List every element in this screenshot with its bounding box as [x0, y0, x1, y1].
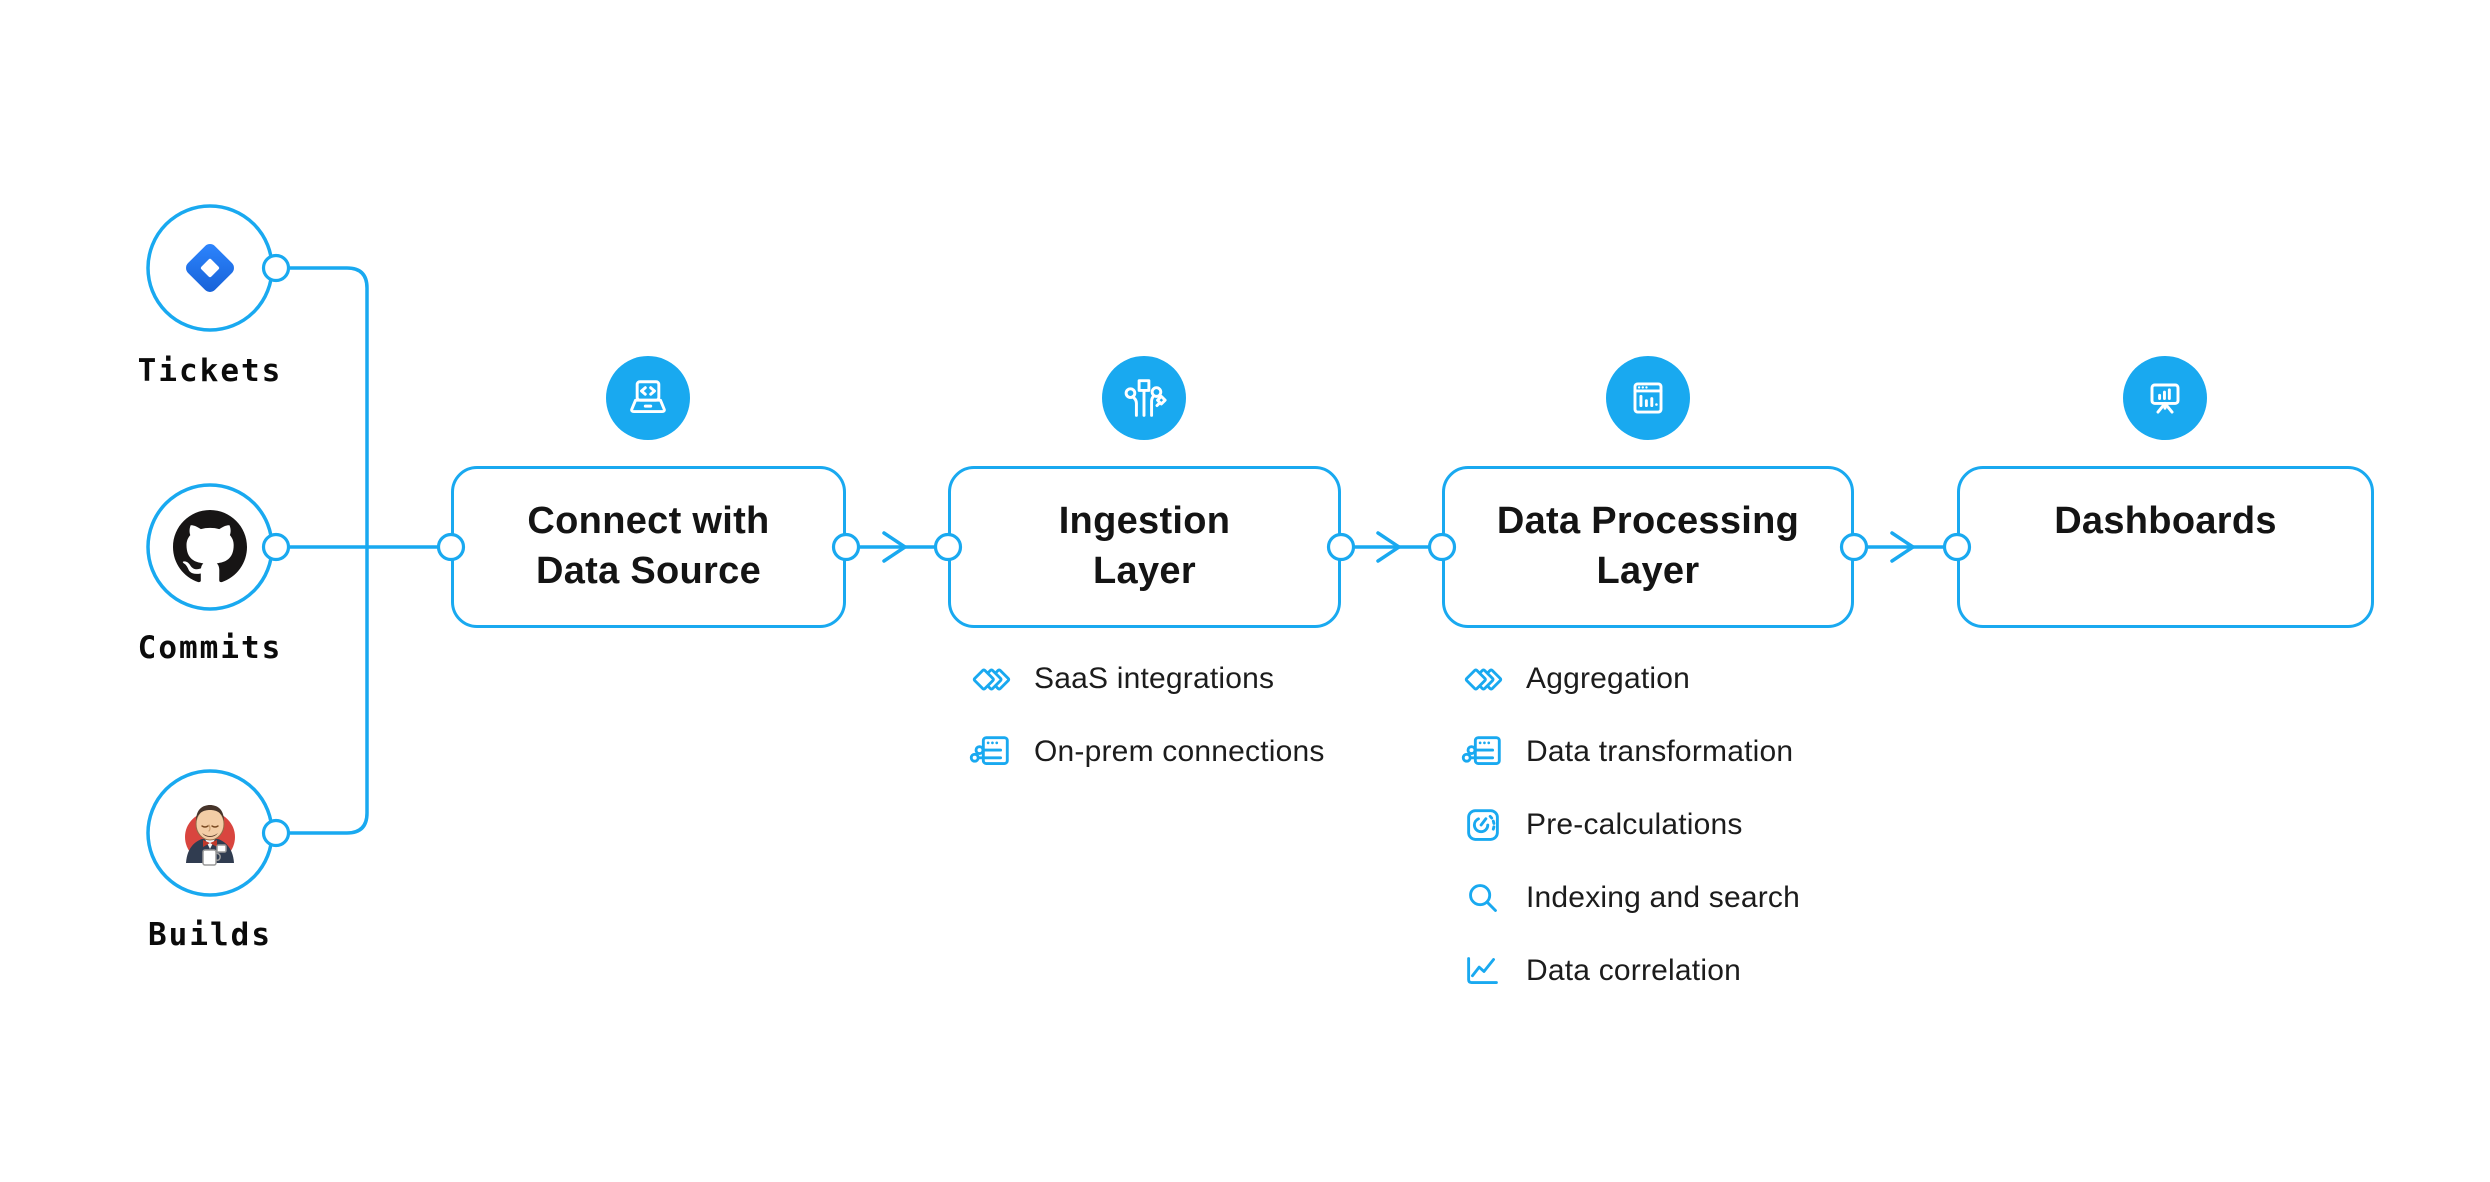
- list-item-label: Data correlation: [1526, 953, 1741, 987]
- magnifier-icon: [1469, 883, 1497, 912]
- stage-node-connect-with-data-source: Connect with Data Source: [451, 466, 846, 628]
- connector-dot: [261, 253, 291, 283]
- list-item: SaaS integrations: [968, 642, 1325, 715]
- stacked-diamonds-icon: [972, 667, 1011, 690]
- laptop-code-icon: [630, 380, 666, 414]
- stage-node-ingestion-layer: Ingestion Layer: [948, 466, 1341, 628]
- stage-badge: [1102, 356, 1186, 440]
- source-label-commits: Commits: [137, 630, 283, 666]
- flow-arrowhead-1: [882, 531, 907, 563]
- presentation-chart-icon: [2150, 383, 2180, 414]
- list-item-label: On-prem connections: [1034, 734, 1325, 768]
- stage-title: Ingestion Layer: [1058, 500, 1231, 592]
- github-icon: [173, 510, 247, 584]
- stage-badge: [1606, 356, 1690, 440]
- processing-feature-list: Aggregation Data transformation: [1460, 642, 1800, 1007]
- source-label-builds: Builds: [148, 917, 272, 953]
- list-item: Pre-calculations: [1460, 788, 1800, 861]
- jira-icon: [175, 233, 245, 303]
- gauge-icon: [1467, 808, 1499, 841]
- list-item: Data transformation: [1460, 715, 1800, 788]
- connector-dot: [261, 532, 291, 562]
- stage-badge: [2123, 356, 2207, 440]
- stage-node-data-processing-layer: Data Processing Layer: [1442, 466, 1854, 628]
- list-item: Data correlation: [1460, 934, 1800, 1007]
- flow-arrowhead-3: [1890, 531, 1915, 563]
- stage-title: Data Processing Layer: [1496, 500, 1800, 592]
- connector-dot: [261, 818, 291, 848]
- stage-title: Connect with Data Source: [527, 500, 770, 592]
- stage-badge: [606, 356, 690, 440]
- jenkins-icon: [172, 795, 248, 871]
- source-label-tickets: Tickets: [137, 353, 283, 389]
- stacked-diamonds-icon: [1464, 667, 1503, 690]
- window-sliders-icon: [1461, 735, 1501, 765]
- window-sliders-icon: [969, 735, 1009, 765]
- flow-arrowhead-2: [1376, 531, 1401, 563]
- list-item-label: Indexing and search: [1526, 880, 1800, 914]
- list-item-label: Aggregation: [1526, 661, 1690, 695]
- list-item-label: SaaS integrations: [1034, 661, 1275, 695]
- list-item: On-prem connections: [968, 715, 1325, 788]
- pipeline-branches-icon: [1124, 379, 1167, 417]
- list-item-label: Data transformation: [1526, 734, 1794, 768]
- list-item: Indexing and search: [1460, 861, 1800, 934]
- stage-title: Dashboards: [2054, 500, 2277, 542]
- line-chart-icon: [1467, 956, 1498, 984]
- stage-node-dashboards: Dashboards: [1957, 466, 2374, 628]
- ingestion-feature-list: SaaS integrations On-prem connections: [968, 642, 1325, 788]
- window-bar-chart-icon: [1633, 382, 1663, 414]
- list-item: Aggregation: [1460, 642, 1800, 715]
- list-item-label: Pre-calculations: [1526, 807, 1743, 841]
